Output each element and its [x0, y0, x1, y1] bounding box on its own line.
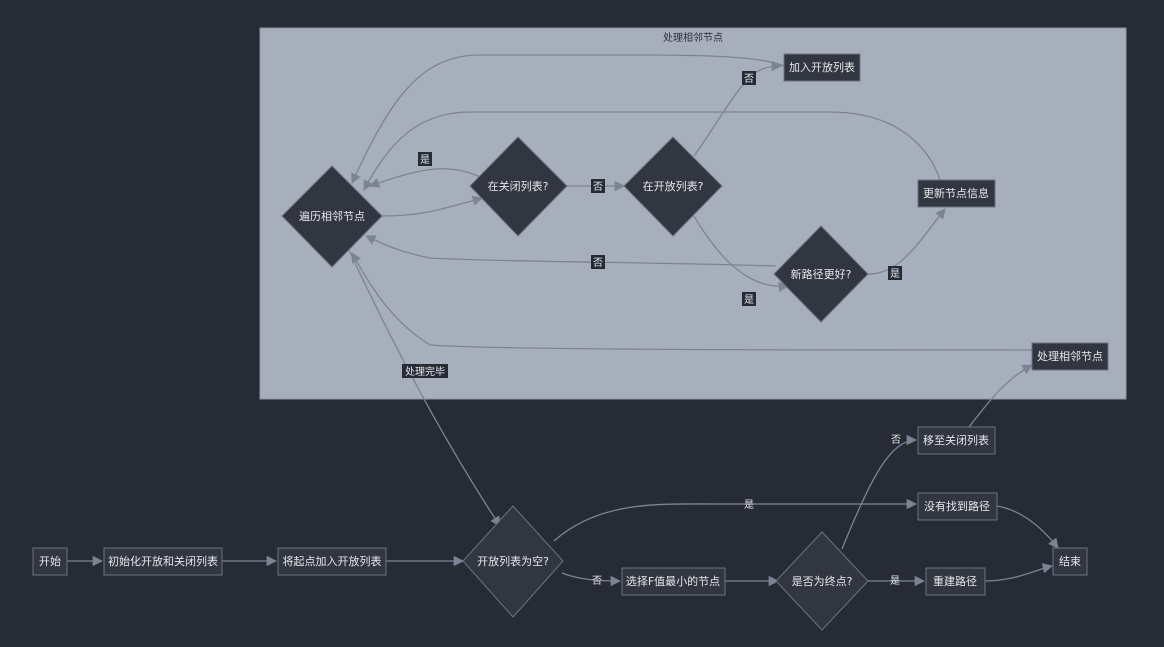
edge-iterate-inclosed [381, 195, 483, 217]
label-closed-yes: 是 [418, 152, 432, 166]
edge-isgoal-moveclosed [841, 434, 918, 550]
label-closed-no-text: 否 [593, 181, 603, 193]
node-end-label: 结束 [1059, 555, 1081, 568]
node-in-open[interactable]: 在开放列表? [623, 136, 723, 237]
node-in-closed[interactable]: 在关闭列表? [469, 136, 568, 237]
label-goal-yes: 是 [890, 575, 900, 587]
edge-iterate-openempty [347, 247, 501, 527]
label-better-yes: 是 [888, 266, 902, 280]
edge-openempty-selectmin [561, 572, 622, 587]
label-goal-no: 否 [891, 434, 901, 446]
edges [67, 54, 1059, 587]
node-iterate[interactable]: 遍历相邻节点 [281, 165, 383, 268]
node-in-open-label: 在开放列表? [643, 179, 704, 193]
edge-inopen-better [693, 215, 790, 293]
label-empty-yes-text: 是 [744, 499, 754, 511]
node-start[interactable]: 开始 [32, 547, 68, 576]
label-empty-yes: 是 [744, 499, 754, 511]
label-goal-yes-text: 是 [890, 575, 900, 587]
label-open-yes: 是 [742, 292, 756, 306]
label-goal-no-text: 否 [891, 434, 901, 446]
node-init[interactable]: 初始化开放和关闭列表 [103, 547, 223, 576]
node-better-path[interactable]: 新路径更好? [773, 225, 869, 323]
edge-rebuild-end [984, 563, 1054, 582]
edge-update-iterate [363, 111, 941, 191]
label-closed-yes-text: 是 [420, 154, 430, 166]
label-better-yes-text: 是 [890, 268, 900, 280]
label-done-text: 处理完毕 [405, 365, 445, 378]
label-closed-no: 否 [591, 179, 605, 193]
node-select-min[interactable]: 选择F值最小的节点 [621, 567, 726, 596]
node-add-open[interactable]: 加入开放列表 [783, 53, 861, 82]
node-add-start-label: 将起点加入开放列表 [283, 554, 382, 568]
edge-process-iterate [351, 252, 1033, 351]
node-update-label: 更新节点信息 [923, 186, 989, 200]
edge-better-update [865, 208, 946, 275]
node-select-min-label: 选择F值最小的节点 [626, 574, 720, 588]
node-in-closed-label: 在关闭列表? [488, 179, 549, 193]
node-process-neighbors[interactable]: 处理相邻节点 [1031, 342, 1109, 371]
edge-labels: 是 否 是 否 是 否 否 是 否 [402, 71, 902, 587]
node-end[interactable]: 结束 [1052, 547, 1088, 576]
node-add-start[interactable]: 将起点加入开放列表 [277, 547, 387, 576]
label-better-no-text: 否 [593, 257, 603, 269]
node-is-goal[interactable]: 是否为终点? [775, 531, 869, 631]
node-open-empty-label: 开放列表为空? [477, 554, 549, 568]
node-rebuild[interactable]: 重建路径 [925, 567, 986, 596]
node-no-path[interactable]: 没有找到路径 [917, 492, 998, 521]
label-open-no-text: 否 [744, 73, 754, 85]
node-move-closed-label: 移至关闭列表 [923, 433, 989, 447]
label-empty-no-text: 否 [592, 575, 602, 587]
label-empty-no: 否 [592, 575, 602, 587]
node-move-closed[interactable]: 移至关闭列表 [917, 426, 996, 455]
edge-nopath-end [996, 505, 1059, 549]
label-done: 处理完毕 [402, 364, 448, 378]
node-add-open-label: 加入开放列表 [789, 60, 855, 74]
node-no-path-label: 没有找到路径 [924, 499, 990, 513]
label-better-no: 否 [591, 255, 605, 269]
label-open-yes-text: 是 [744, 294, 754, 306]
node-open-empty[interactable]: 开放列表为空? [462, 505, 564, 618]
node-update[interactable]: 更新节点信息 [917, 179, 996, 208]
cluster-title: 处理相邻节点 [663, 31, 723, 44]
label-open-no: 否 [742, 71, 756, 85]
node-init-label: 初始化开放和关闭列表 [108, 554, 218, 568]
node-iterate-label: 遍历相邻节点 [299, 210, 365, 223]
node-better-path-label: 新路径更好? [791, 267, 852, 281]
edge-inopen-addopen [693, 60, 783, 157]
node-is-goal-label: 是否为终点? [792, 574, 853, 588]
edge-openempty-nopath [553, 498, 918, 542]
edge-inclosed-iterate [369, 168, 483, 188]
edge-better-iterate [365, 235, 777, 267]
node-start-label: 开始 [39, 554, 61, 568]
edge-addopen-iterate [351, 54, 785, 184]
node-process-neighbors-label: 处理相邻节点 [1037, 350, 1103, 363]
node-rebuild-label: 重建路径 [933, 574, 977, 588]
edge-moveclosed-process [968, 364, 1033, 428]
